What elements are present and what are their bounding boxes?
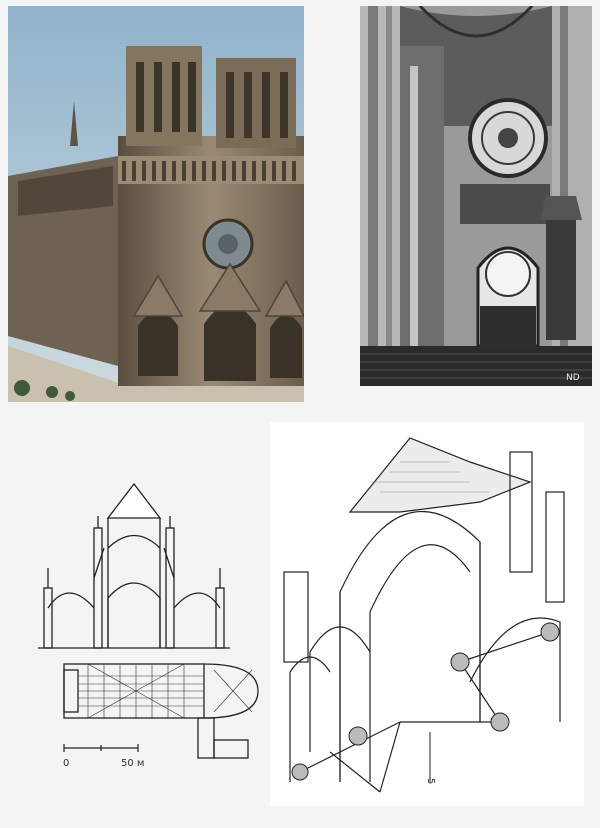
axonometric-scale-label: 5: [425, 778, 436, 785]
scale-zero-label: 0: [63, 758, 70, 769]
cross-section-and-plan-drawing: [8, 418, 270, 820]
axonometric-vault-drawing: [270, 422, 584, 806]
interior-corner-mark: ND: [566, 373, 580, 383]
cathedral-interior-photo: ND: [360, 6, 592, 386]
scale-end-label: 50 м: [121, 758, 145, 769]
cathedral-facade-photo: [8, 6, 304, 402]
